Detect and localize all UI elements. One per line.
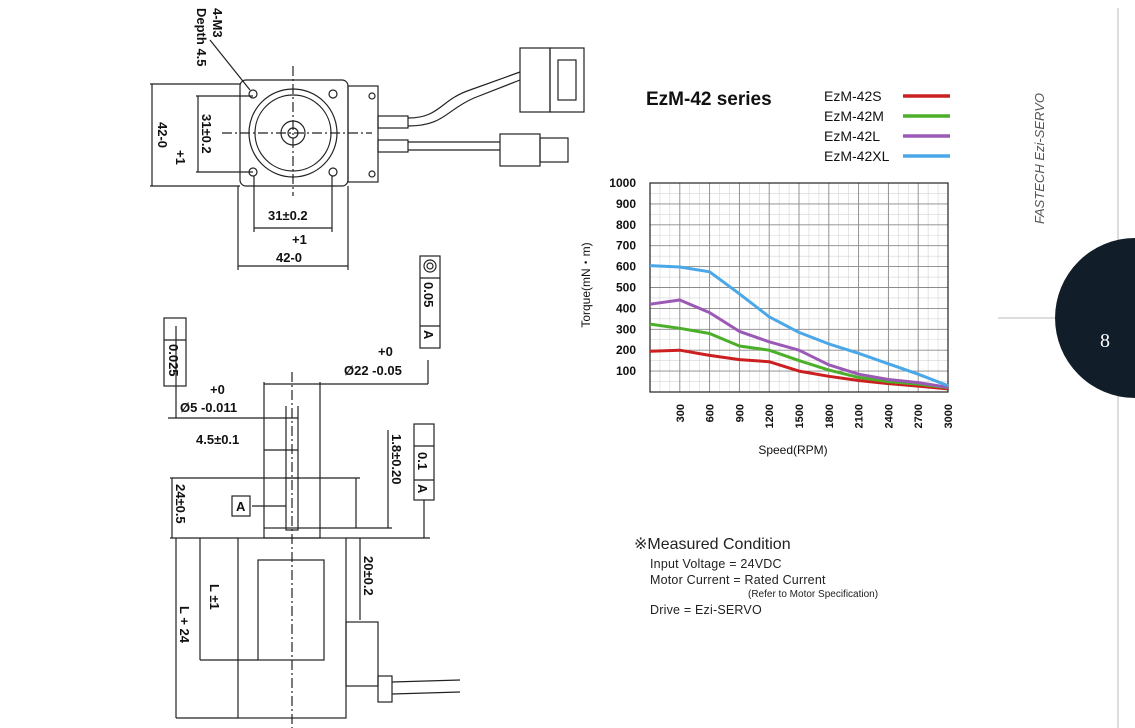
concentricity-frame	[419, 255, 441, 349]
y-tick-label: 300	[616, 322, 636, 336]
measured-condition: ※Measured Condition Input Voltage = 24VD…	[634, 534, 878, 619]
y-tick-label: 800	[616, 218, 636, 232]
shaft-length: 24±0.5	[173, 484, 188, 524]
legend-label: EzM-42L	[824, 128, 880, 144]
front-pitch-h: 31±0.2	[268, 208, 308, 223]
x-tick-label: 2400	[883, 404, 895, 428]
x-tick-label: 3000	[943, 404, 955, 428]
boss-dia: Ø22 -0.05	[344, 363, 402, 378]
holes-label: 4-M3	[210, 8, 225, 38]
datum-box	[231, 495, 251, 517]
body-length: L ±1	[207, 584, 222, 610]
flat-length: 20±0.2	[361, 556, 376, 596]
chart-series	[649, 264, 949, 391]
concentric-value: 0.05	[421, 282, 436, 307]
runout-value: 0.025	[166, 344, 181, 377]
y-tick-label: 200	[616, 343, 636, 357]
runout-frame	[163, 317, 187, 387]
x-tick-label: 900	[734, 404, 746, 422]
side-view-encoder	[345, 621, 379, 687]
legend-label: EzM-42S	[824, 88, 882, 104]
x-tick-label: 1500	[794, 404, 806, 428]
y-tick-labels: 100 200 300 400 500 600 700 800 900 1000	[609, 176, 636, 378]
perpendicularity-frame	[413, 423, 435, 501]
perp-value: 0.1	[415, 452, 430, 470]
legend-label: EzM-42M	[824, 108, 884, 124]
series-line-ezm-42l	[649, 298, 949, 389]
front-height: 42-0	[155, 122, 170, 148]
x-tick-label: 2100	[854, 404, 866, 428]
plot-frame	[649, 182, 949, 393]
series-line-ezm-42xl	[649, 264, 949, 388]
boss-dia-tol: +0	[378, 344, 393, 359]
x-axis-label: Speed(RPM)	[758, 443, 827, 457]
condition-current-note: (Refer to Motor Specification)	[748, 589, 879, 600]
shaft-flat: 4.5±0.1	[196, 432, 239, 447]
chart-legend: EzM-42S EzM-42M EzM-42L EzM-42XL	[824, 88, 950, 164]
shaft-dia-tol: +0	[210, 382, 225, 397]
y-tick-label: 600	[616, 260, 636, 274]
perp-datum: A	[415, 484, 430, 494]
condition-current: Motor Current = Rated Current	[650, 573, 826, 587]
front-pitch-v: 31±0.2	[199, 114, 214, 154]
y-tick-label: 900	[616, 197, 636, 211]
page-tab	[1055, 238, 1135, 398]
y-tick-label: 700	[616, 239, 636, 253]
y-axis-label: Torque(mN・m)	[579, 242, 593, 327]
x-tick-label: 1200	[764, 404, 776, 428]
legend-label: EzM-42XL	[824, 148, 890, 164]
condition-voltage: Input Voltage = 24VDC	[650, 557, 782, 571]
motor-cable	[407, 71, 521, 119]
y-tick-label: 100	[616, 364, 636, 378]
series-line-ezm-42m	[649, 322, 949, 390]
total-length: L + 24	[177, 606, 192, 644]
series-line-ezm-42s	[649, 348, 949, 391]
mounting-hole	[248, 89, 258, 99]
mounting-hole	[328, 167, 338, 177]
holes-depth-label: Depth 4.5	[194, 8, 209, 67]
condition-heading: ※Measured Condition	[634, 536, 791, 553]
x-tick-label: 300	[675, 404, 687, 422]
x-tick-label: 600	[705, 404, 717, 422]
y-tick-label: 400	[616, 301, 636, 315]
y-tick-label: 500	[616, 281, 636, 295]
front-view-connector-block	[347, 85, 379, 183]
datum-label: A	[236, 499, 246, 514]
x-tick-labels: 300 600 900 1200 1500 1800 2100 2400 2700 3000	[675, 404, 955, 428]
front-width-tol: +1	[292, 232, 307, 247]
shaft-dia: Ø5 -0.011	[180, 400, 237, 415]
brand-label: FASTECH Ezi-SERVO	[1032, 93, 1047, 224]
chart-title: EzM-42 series	[646, 89, 772, 110]
front-width: 42-0	[276, 250, 302, 265]
mounting-hole	[328, 89, 338, 99]
x-tick-label: 1800	[824, 404, 836, 428]
x-tick-label: 2700	[913, 404, 925, 428]
page-number: 8	[1100, 330, 1110, 352]
condition-drive: Drive = Ezi-SERVO	[650, 603, 762, 617]
front-height-tol: +1	[173, 150, 188, 165]
boss-height: 1.8±0.20	[389, 434, 404, 485]
concentric-datum: A	[421, 330, 436, 340]
y-tick-label: 1000	[609, 176, 636, 190]
